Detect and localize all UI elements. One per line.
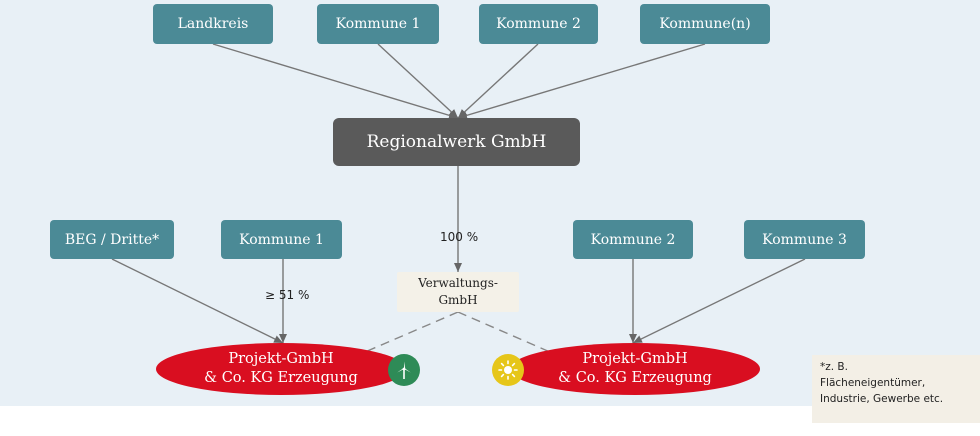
background-panel <box>0 0 980 406</box>
kommune1-top-label: Kommune 1 <box>335 16 421 32</box>
verwaltung-line1: Verwaltungs- <box>418 276 498 290</box>
line-kommune3-projekt-right <box>632 258 806 344</box>
kommune1-top-box: Kommune 1 <box>317 4 439 44</box>
kommune1-left-box: Kommune 1 <box>221 220 342 259</box>
regionalwerk-box: Regionalwerk GmbH <box>333 118 580 166</box>
line-landkreis-regionalwerk <box>212 43 459 120</box>
kommune3-box: Kommune 3 <box>744 220 865 259</box>
projekt-right-line1: Projekt-GmbH <box>582 351 688 367</box>
line-kommune1-regionalwerk <box>377 43 459 119</box>
kommune3-label: Kommune 3 <box>762 231 847 248</box>
wind-turbine-icon <box>388 354 420 386</box>
kommune2-right-box: Kommune 2 <box>573 220 693 259</box>
kommune2-top-box: Kommune 2 <box>479 4 598 44</box>
kommune-n-label: Kommune(n) <box>659 16 751 32</box>
projekt-gmbh-left: Projekt-GmbH & Co. KG Erzeugung <box>156 343 406 395</box>
beg-label: BEG / Dritte* <box>64 231 160 248</box>
footnote-line3: Industrie, Gewerbe etc. <box>820 393 944 405</box>
beg-box: BEG / Dritte* <box>50 220 174 259</box>
footnote-line1: *z. B. <box>820 361 848 373</box>
dashed-verwaltung-left <box>364 311 459 353</box>
line-beg-projekt-left <box>111 258 284 344</box>
projekt-right-line2: & Co. KG Erzeugung <box>558 370 712 386</box>
projekt-left-line1: Projekt-GmbH <box>228 351 334 367</box>
kommune1-left-label: Kommune 1 <box>239 231 324 248</box>
footnote-box: *z. B. Flächeneigentümer, Industrie, Gew… <box>812 355 980 423</box>
projekt-left-line2: & Co. KG Erzeugung <box>204 370 358 386</box>
regionalwerk-label: Regionalwerk GmbH <box>366 132 547 152</box>
line-kommune2-regionalwerk <box>457 43 539 119</box>
sun-icon <box>492 354 524 386</box>
kommune2-top-label: Kommune 2 <box>496 16 581 32</box>
kommune2-right-label: Kommune 2 <box>590 231 676 248</box>
hundred-percent-label: 100 % <box>440 230 479 244</box>
footnote-line2: Flächeneigentümer, <box>820 377 926 389</box>
projekt-gmbh-right: Projekt-GmbH & Co. KG Erzeugung <box>510 343 760 395</box>
landkreis-box: Landkreis <box>153 4 273 44</box>
kommune-n-box: Kommune(n) <box>640 4 770 44</box>
verwaltung-box: Verwaltungs- GmbH <box>397 272 519 312</box>
line-kommunen-regionalwerk <box>457 43 706 120</box>
landkreis-label: Landkreis <box>177 16 249 32</box>
dashed-verwaltung-right <box>457 311 551 353</box>
verwaltung-line2: GmbH <box>438 293 478 307</box>
min-51-percent-label: ≥ 51 % <box>265 288 310 302</box>
